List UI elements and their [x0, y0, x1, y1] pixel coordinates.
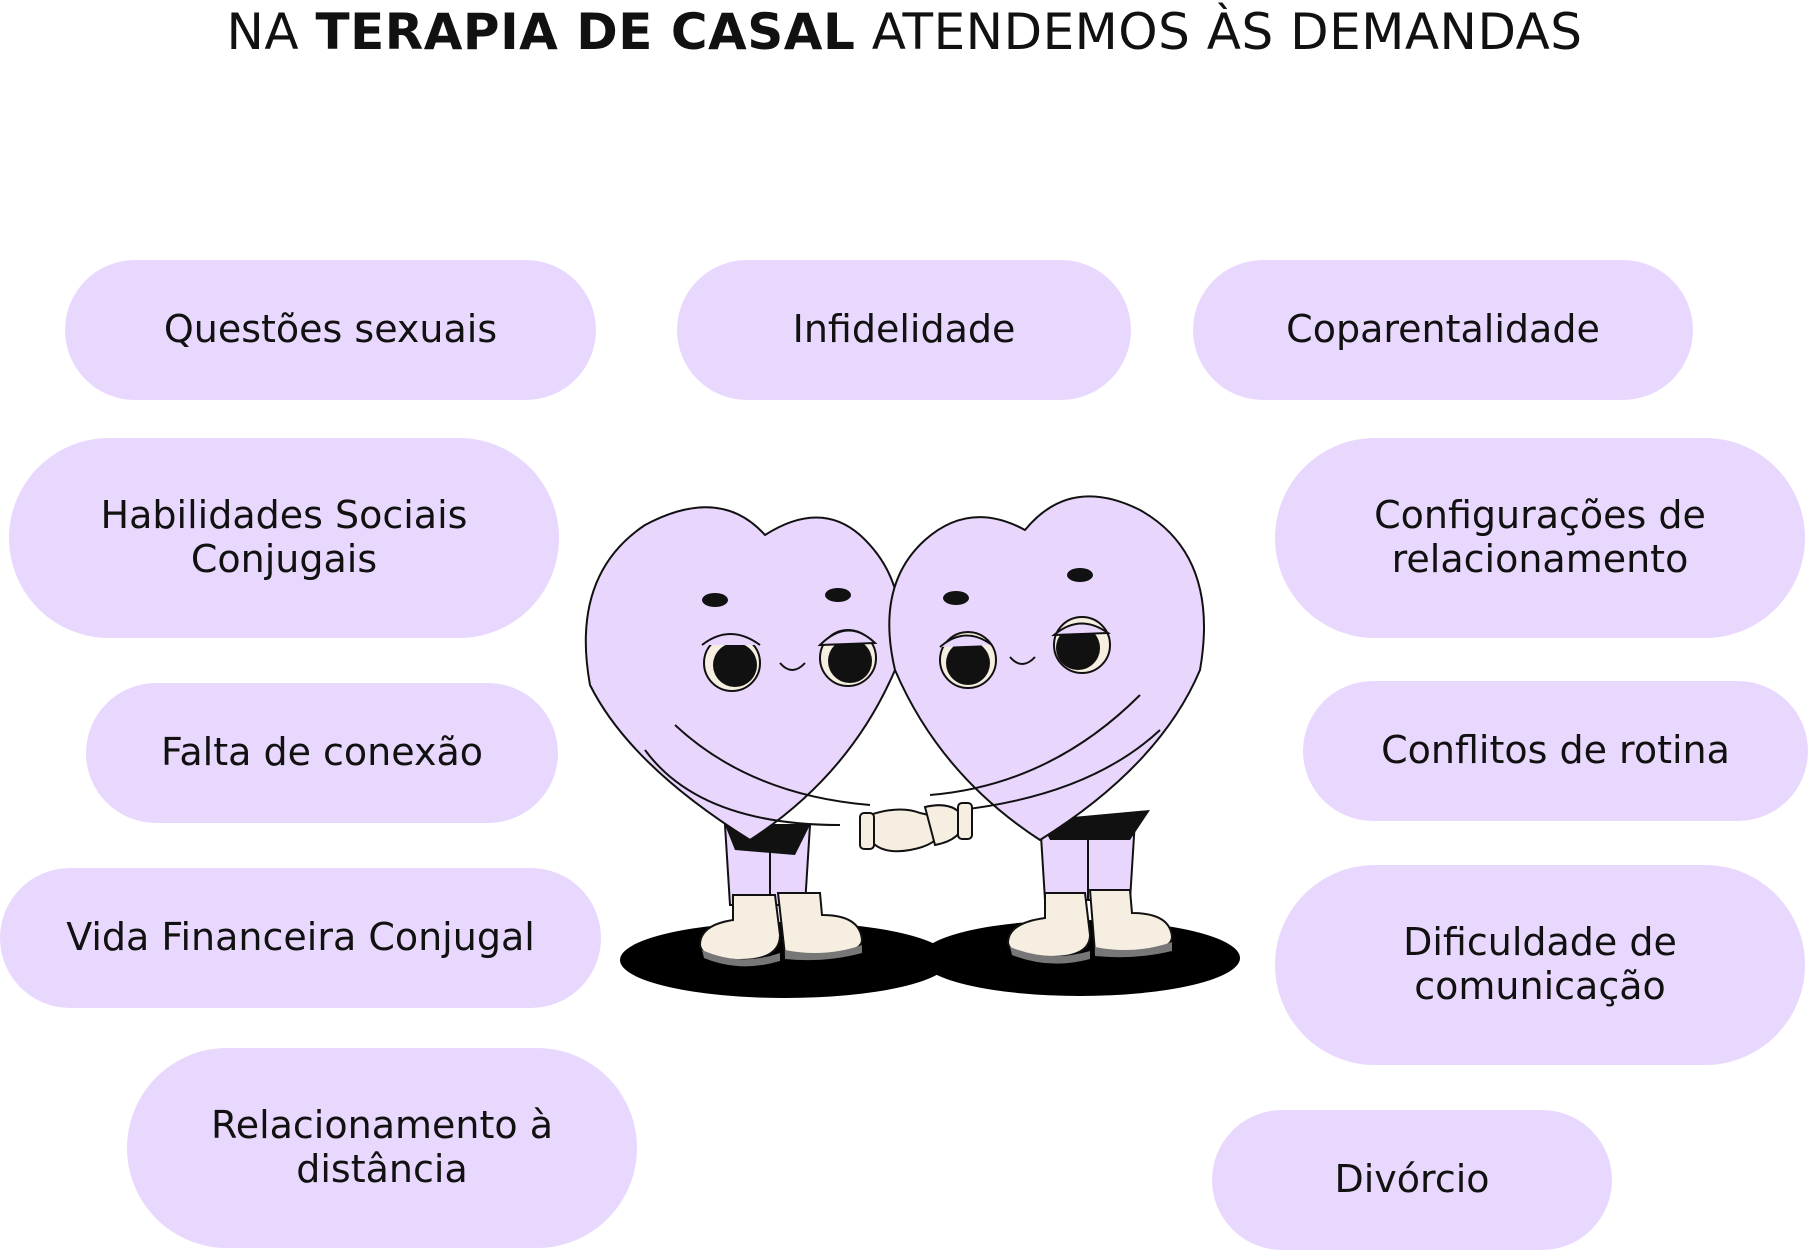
two-hearts-holding-hands-illustration — [584, 495, 1240, 998]
pill-coparentalidade: Coparentalidade — [1193, 260, 1693, 400]
title-prefix: NA — [226, 3, 316, 61]
pill-label: Dificuldade de comunicação — [1403, 920, 1677, 1008]
pill-conflitos-de-rotina: Conflitos de rotina — [1303, 681, 1808, 821]
pill-falta-de-conexao: Falta de conexão — [86, 683, 558, 823]
pill-habilidades-sociais: Habilidades Sociais Conjugais — [9, 438, 559, 638]
right-heart-shoes — [1006, 889, 1174, 964]
pill-label: Habilidades Sociais Conjugais — [100, 493, 468, 581]
pill-label: Infidelidade — [792, 307, 1016, 352]
right-heart-face — [929, 568, 1161, 811]
pill-vida-financeira-conjugal: Vida Financeira Conjugal — [0, 868, 601, 1008]
pill-relacionamento-a-distancia: Relacionamento à distância — [127, 1048, 637, 1248]
pill-label: Questões sexuais — [163, 307, 498, 352]
left-heart-face — [644, 588, 878, 826]
pill-label: Relacionamento à distância — [211, 1103, 553, 1191]
pill-divorcio: Divórcio — [1212, 1110, 1612, 1250]
pill-label: Coparentalidade — [1286, 307, 1600, 352]
right-heart-body — [888, 495, 1205, 842]
holding-hands — [859, 802, 973, 853]
pill-questoes-sexuais: Questões sexuais — [65, 260, 596, 400]
pill-infidelidade: Infidelidade — [677, 260, 1131, 400]
pill-dificuldade-de-comunicacao: Dificuldade de comunicação — [1275, 865, 1805, 1065]
pill-label: Configurações de relacionamento — [1374, 493, 1706, 581]
pill-configuracoes-relacionamento: Configurações de relacionamento — [1275, 438, 1805, 638]
pill-label: Conflitos de rotina — [1381, 728, 1730, 773]
pill-label: Divórcio — [1334, 1157, 1490, 1202]
title-suffix: ATENDEMOS ÀS DEMANDAS — [855, 3, 1583, 61]
pill-label: Falta de conexão — [160, 730, 484, 775]
pill-label: Vida Financeira Conjugal — [66, 915, 535, 960]
left-heart-shoes — [698, 892, 864, 967]
title-bold: TERAPIA DE CASAL — [315, 3, 856, 61]
page-title: NA TERAPIA DE CASAL ATENDEMOS ÀS DEMANDA… — [0, 2, 1809, 62]
